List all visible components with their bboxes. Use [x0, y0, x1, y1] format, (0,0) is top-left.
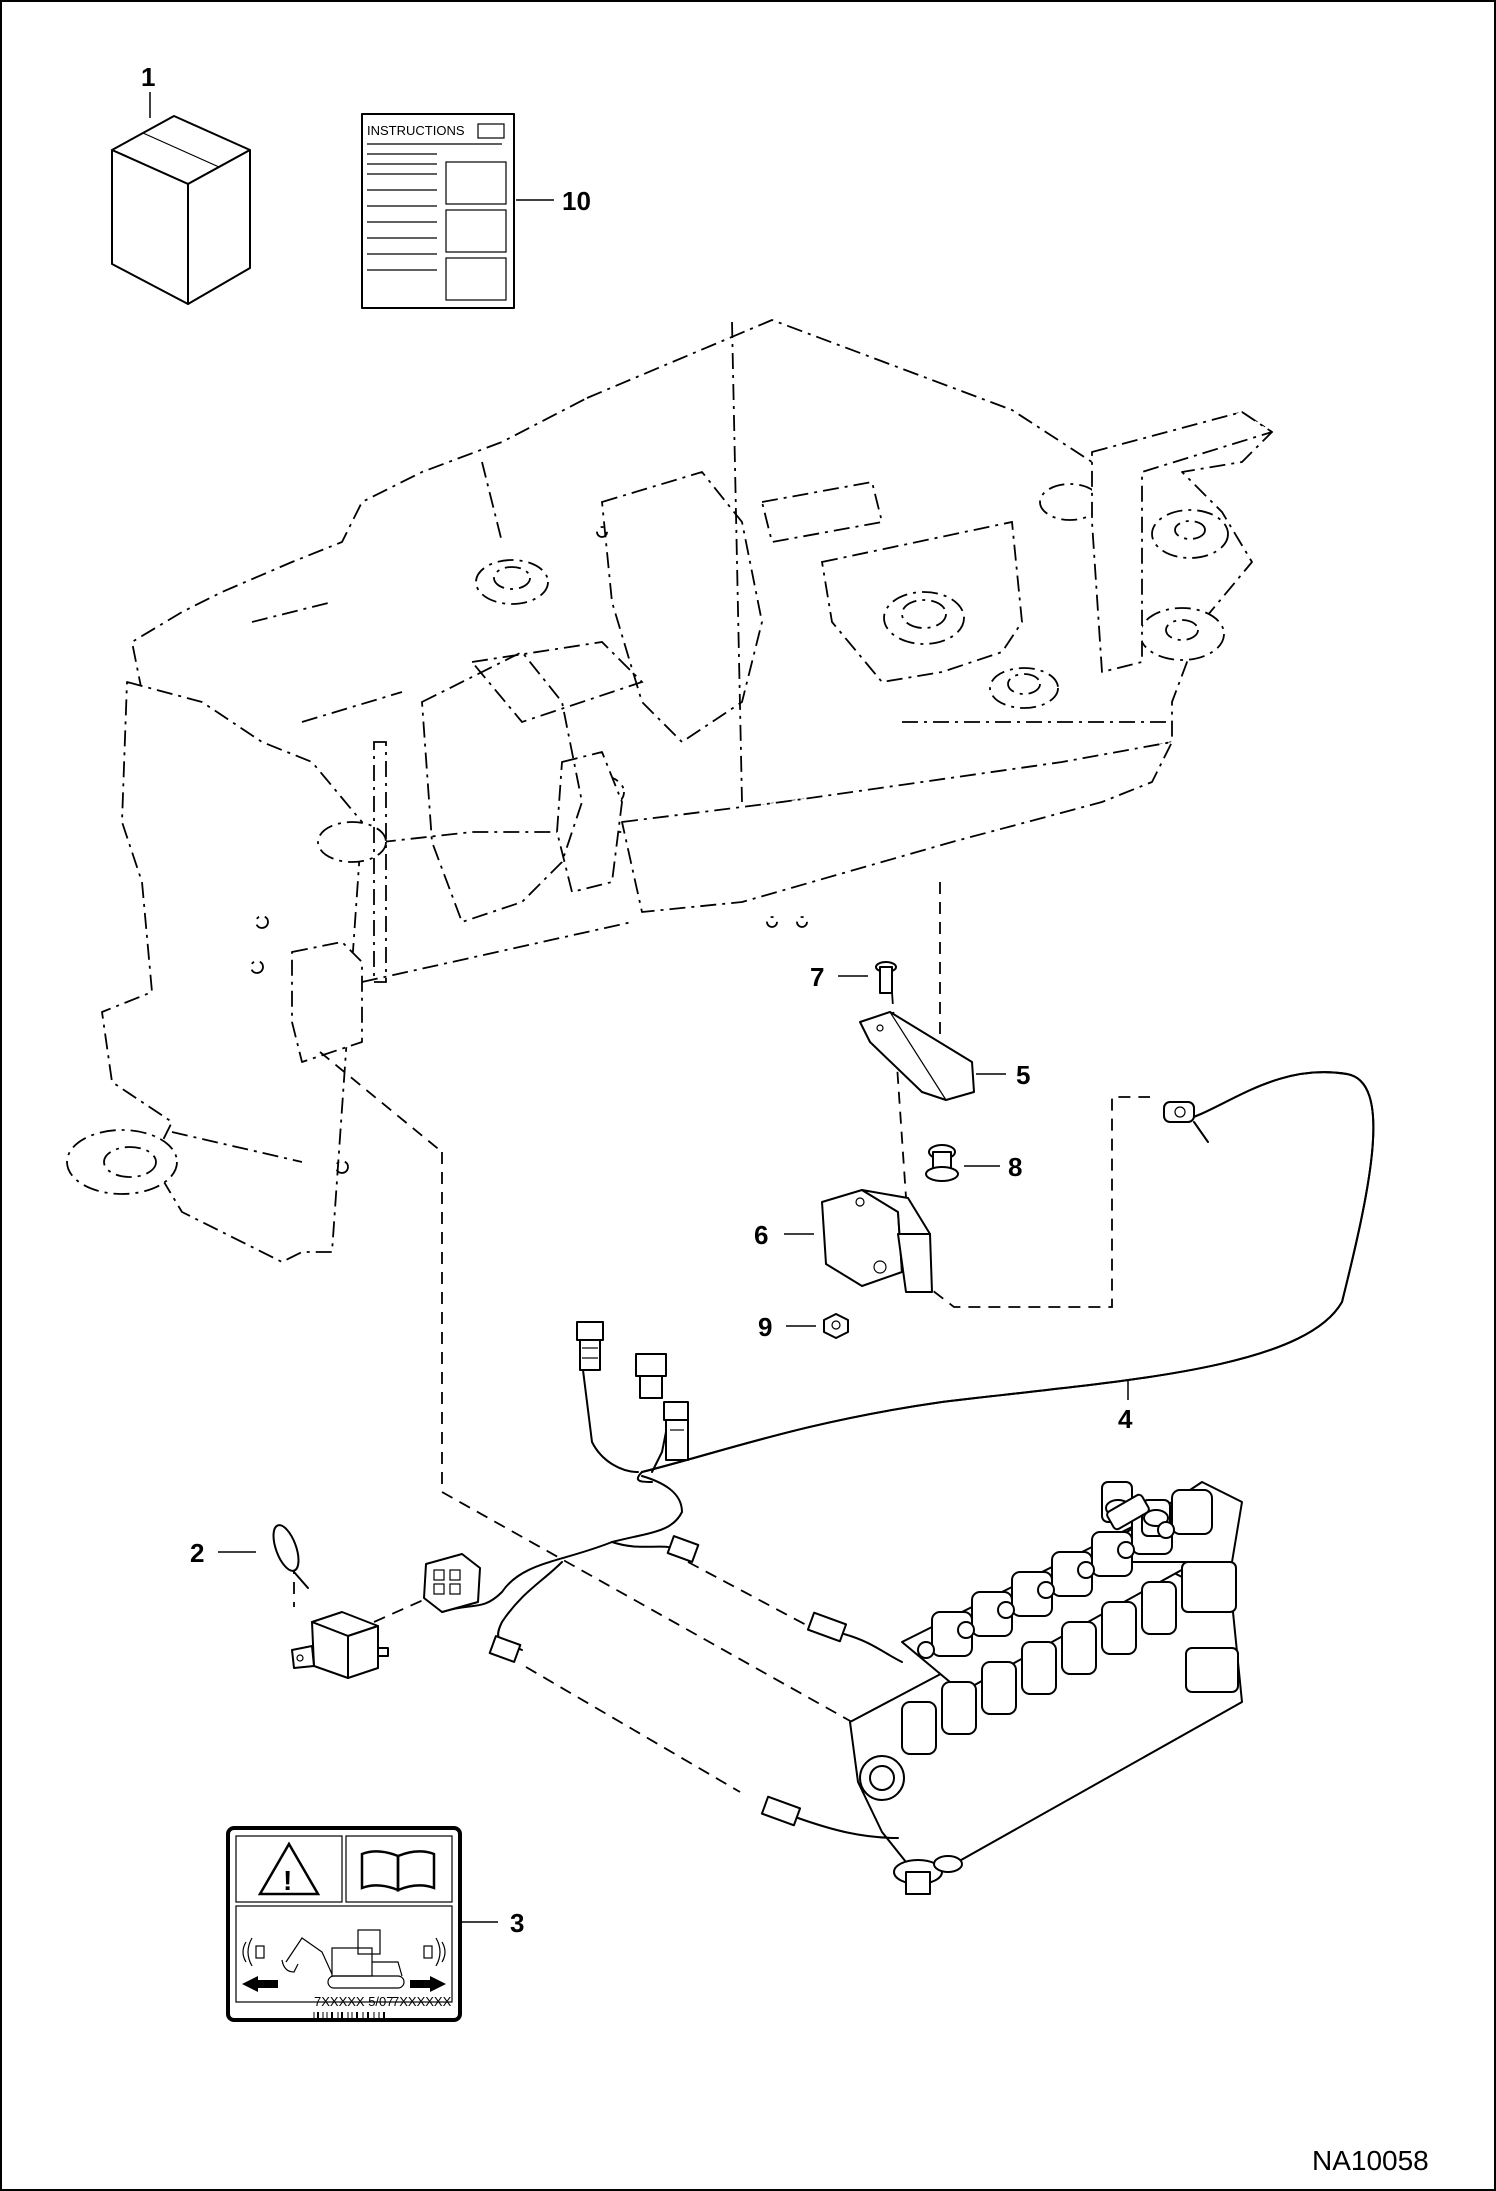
callout-1: 1: [141, 62, 155, 92]
bracket-part: [859, 1011, 975, 1101]
callout-10: 10: [562, 186, 591, 216]
harness-connector: [666, 1535, 700, 1563]
valve-connector: [806, 1611, 903, 1663]
callout-9: 9: [758, 1312, 772, 1342]
flange-bolt-part: [925, 1144, 959, 1182]
decal-code-right: 7XXXXXX: [392, 1994, 452, 2009]
valve-connector: [1106, 1493, 1150, 1531]
machine-frame-phantom: [66, 319, 1273, 1263]
bolt-part: [875, 961, 897, 994]
warning-triangle-icon: [257, 1841, 321, 1896]
harness-connector: [635, 1353, 667, 1399]
drawing-id: NA10058: [1312, 2145, 1429, 2176]
travel-alarm-icon: [242, 1937, 446, 1992]
barcode: [313, 2012, 385, 2018]
instructions-manual: INSTRUCTIONS: [361, 113, 515, 309]
box-part: [111, 115, 251, 305]
callout-4: 4: [1118, 1404, 1133, 1434]
control-valve-part: [760, 1481, 1243, 1895]
nut-part: [823, 1313, 849, 1339]
callout-7: 7: [810, 962, 824, 992]
harness-connector: [576, 1321, 604, 1371]
cable-tie-part: [272, 1524, 309, 1589]
decal-code-left: 7XXXXX 5/07: [314, 1994, 394, 2009]
relay-part: [291, 1611, 389, 1679]
valve-connector: [760, 1795, 899, 1839]
svg-text:!: !: [283, 1865, 292, 1896]
instructions-label: INSTRUCTIONS: [367, 123, 465, 138]
harness-connector: [488, 1635, 522, 1663]
warning-decal-part: ! 7XXXXX 5/07 7XXXXXX: [226, 1826, 462, 2022]
excavator-icon: [281, 1929, 405, 1989]
open-book-icon: [360, 1850, 436, 1892]
harness-connector: [663, 1401, 689, 1461]
switch-module-part: [821, 1189, 933, 1293]
callout-8: 8: [1008, 1152, 1022, 1182]
callout-6: 6: [754, 1220, 768, 1250]
callout-5: 5: [1016, 1060, 1030, 1090]
callout-2: 2: [190, 1538, 204, 1568]
relay-socket: [423, 1553, 481, 1613]
callout-3: 3: [510, 1908, 524, 1938]
wiring-harness-part: [423, 1071, 1375, 1663]
